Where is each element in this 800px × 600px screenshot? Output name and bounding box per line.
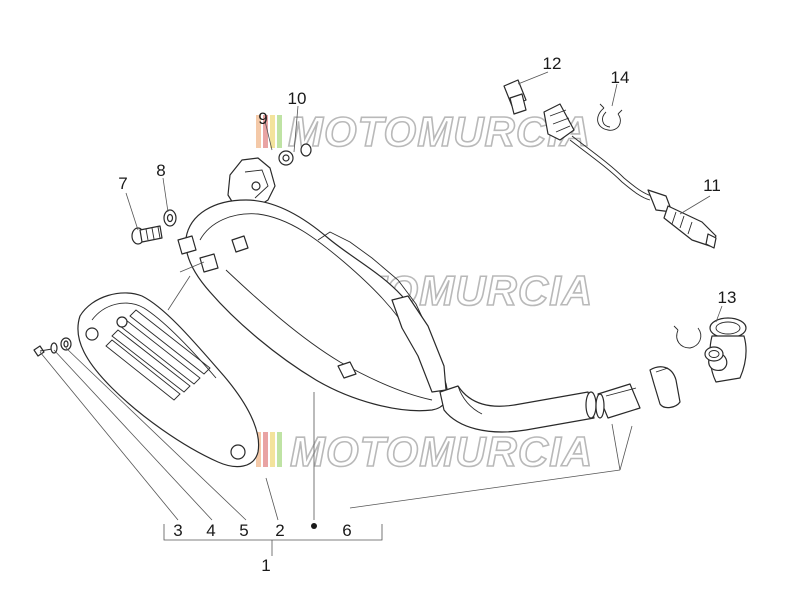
- callout-1: 1: [261, 556, 270, 575]
- watermark-text: MOTOMURCIA: [288, 108, 591, 155]
- heat-shield: [77, 292, 260, 468]
- callout-11: 11: [703, 176, 721, 195]
- lambda-sensor: [503, 79, 717, 249]
- bolt: [131, 225, 163, 245]
- nut-and-washer: [278, 143, 312, 166]
- watermark-top: MOTOMURCIA: [256, 107, 591, 156]
- exhaust-pipe: [439, 385, 597, 433]
- callout-12: 12: [543, 54, 562, 73]
- callout-6: 6: [342, 521, 351, 540]
- callout-labels: 1 2 3 4 5 6 7 8 9 10 11 12 13 14: [118, 54, 736, 575]
- leader-lines: [39, 71, 723, 556]
- callout-8: 8: [156, 161, 165, 180]
- washer: [163, 209, 177, 227]
- callout-3: 3: [173, 521, 182, 540]
- callout-7: 7: [118, 174, 127, 193]
- pipe-clamp: [649, 366, 681, 409]
- callout-10: 10: [288, 89, 307, 108]
- callout-2: 2: [275, 521, 284, 540]
- watermark-text: MOTOMURCIA: [290, 428, 593, 475]
- screw-washer-set-left: [33, 337, 72, 357]
- clip-ring: [597, 103, 623, 131]
- callout-9: 9: [258, 109, 267, 128]
- pipe-gasket: [595, 383, 641, 419]
- watermark-bottom: MOTOMURCIA: [256, 427, 593, 476]
- callout-5: 5: [239, 521, 248, 540]
- callout-14: 14: [611, 68, 630, 87]
- callout-13: 13: [718, 288, 737, 307]
- elbow-pipe: [673, 317, 747, 383]
- callout-4: 4: [206, 521, 215, 540]
